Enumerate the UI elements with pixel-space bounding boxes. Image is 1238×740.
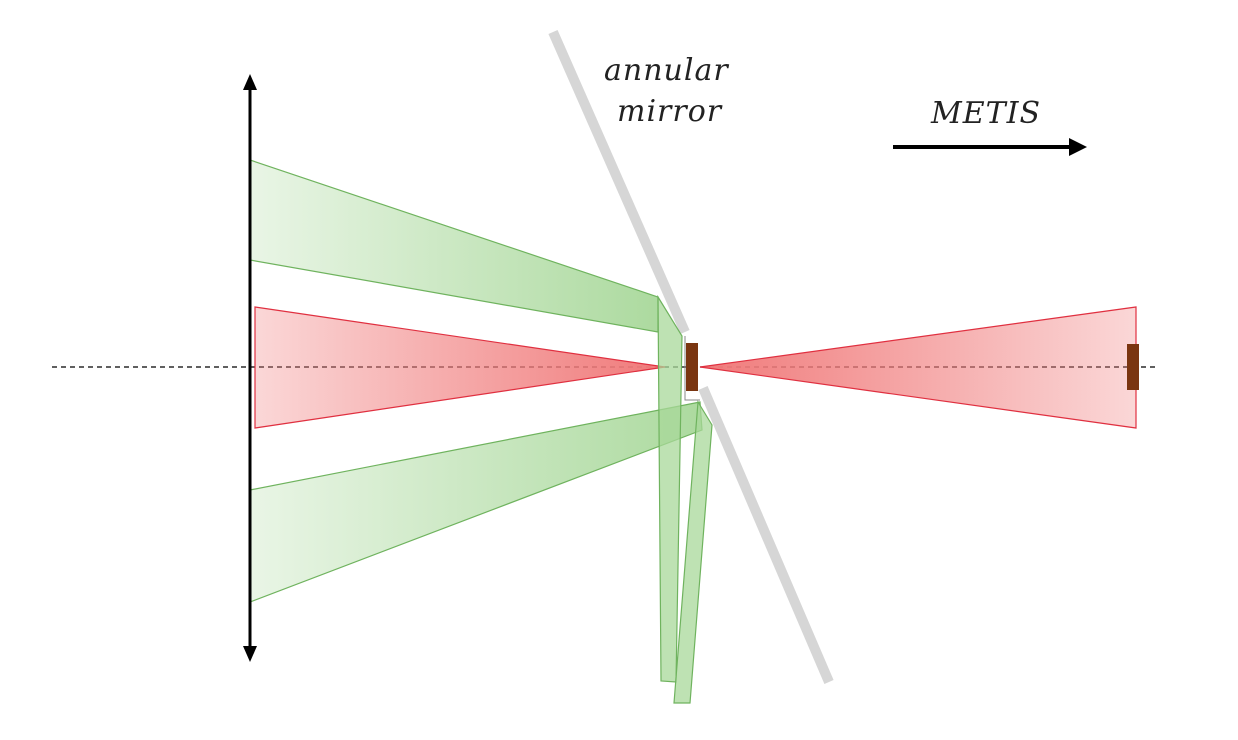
- green-beam-upper: [249, 159, 659, 333]
- aperture-arrow-top-head: [243, 74, 257, 90]
- red-beam-left: [254, 306, 666, 429]
- red-beam-right: [699, 306, 1137, 429]
- annular-mirror-lower: [698, 386, 834, 684]
- green-reflected-beam-2: [673, 400, 713, 704]
- field-stop-metis: [1127, 344, 1139, 390]
- metis-arrow-head: [1069, 138, 1087, 156]
- mirror-hole-edge: [684, 336, 700, 401]
- annular-mirror-upper: [548, 29, 690, 335]
- green-reflected-beam-1: [657, 294, 683, 683]
- annular-mirror-label-line1: annular: [604, 53, 729, 88]
- green-beam-lower: [249, 401, 703, 603]
- field-stop-focus: [686, 343, 698, 391]
- metis-label: METIS: [930, 96, 1041, 131]
- aperture-arrow-bottom-head: [243, 646, 257, 662]
- annular-mirror-label-line2: mirror: [617, 94, 723, 129]
